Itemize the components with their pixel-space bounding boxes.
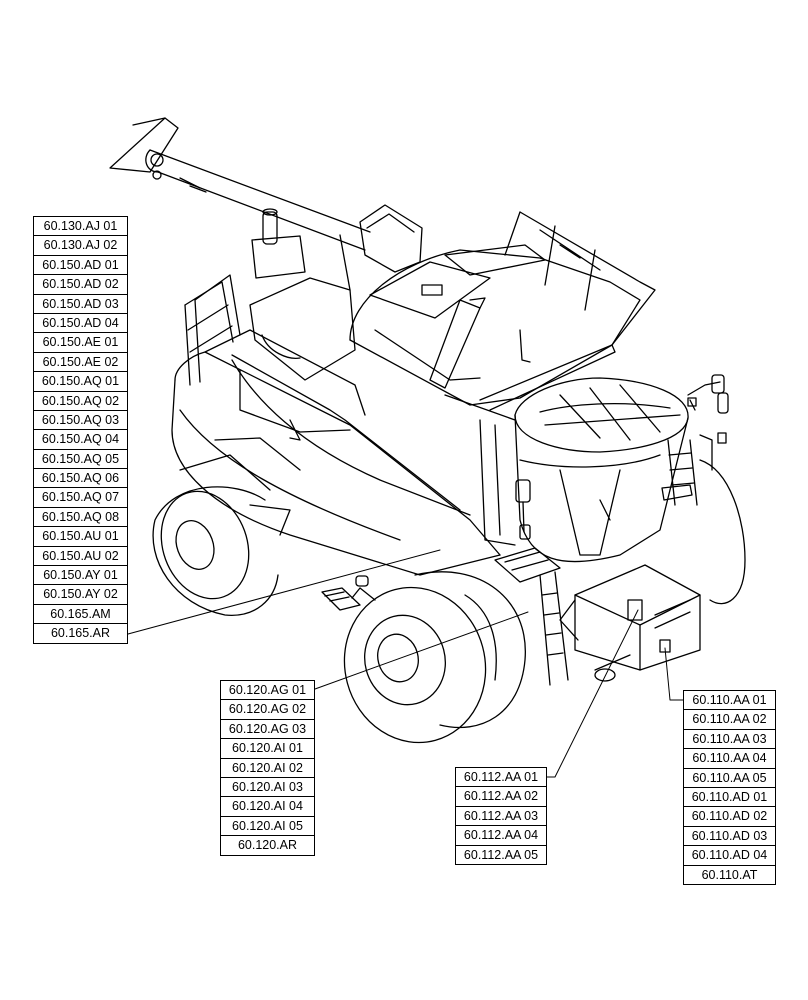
reference-label[interactable]: 60.150.AQ 04 bbox=[33, 430, 128, 450]
reference-label[interactable]: 60.112.AA 01 bbox=[455, 768, 547, 788]
reference-label[interactable]: 60.120.AI 05 bbox=[220, 816, 315, 837]
reference-label[interactable]: 60.150.AD 03 bbox=[33, 294, 128, 314]
reference-label[interactable]: 60.112.AA 04 bbox=[455, 826, 547, 846]
reference-label[interactable]: 60.110.AD 03 bbox=[683, 826, 776, 847]
reference-label[interactable]: 60.130.AJ 02 bbox=[33, 236, 128, 256]
reference-label[interactable]: 60.110.AA 03 bbox=[683, 729, 776, 750]
reference-label[interactable]: 60.150.AQ 05 bbox=[33, 449, 128, 470]
rear-hitch bbox=[559, 564, 701, 682]
reference-label[interactable]: 60.120.AG 02 bbox=[220, 700, 315, 720]
reference-label[interactable]: 60.150.AQ 08 bbox=[33, 507, 128, 528]
reference-label[interactable]: 60.150.AE 01 bbox=[33, 333, 128, 353]
leader-line-lower-center bbox=[546, 609, 639, 778]
leader-line-upper-left bbox=[127, 549, 441, 635]
reference-label[interactable]: 60.150.AE 02 bbox=[33, 352, 128, 373]
reference-label[interactable]: 60.112.AA 02 bbox=[455, 787, 547, 807]
operator-cab bbox=[479, 377, 689, 563]
left-handrail bbox=[184, 274, 241, 386]
reference-label[interactable]: 60.110.AA 01 bbox=[683, 691, 776, 711]
reference-label[interactable]: 60.110.AD 01 bbox=[683, 787, 776, 808]
reference-label[interactable]: 60.110.AT bbox=[683, 865, 776, 885]
unloading-auger bbox=[109, 117, 371, 251]
reference-label[interactable]: 60.165.AR bbox=[33, 624, 128, 644]
reference-label[interactable]: 60.120.AR bbox=[220, 836, 315, 856]
reference-label[interactable]: 60.150.AD 04 bbox=[33, 313, 128, 334]
leader-line-lower-left bbox=[314, 611, 529, 690]
reference-label[interactable]: 60.120.AI 02 bbox=[220, 758, 315, 778]
rear-left-tire bbox=[152, 437, 301, 616]
reference-label[interactable]: 60.110.AA 04 bbox=[683, 749, 776, 769]
cab-steps bbox=[494, 479, 569, 686]
reference-label[interactable]: 60.150.AQ 01 bbox=[33, 372, 128, 392]
reference-label[interactable]: 60.110.AD 04 bbox=[683, 846, 776, 866]
reference-label[interactable]: 60.112.AA 05 bbox=[455, 845, 547, 865]
reference-label[interactable]: 60.110.AD 02 bbox=[683, 807, 776, 827]
reference-label[interactable]: 60.120.AI 04 bbox=[220, 797, 315, 817]
reference-label[interactable]: 60.150.AD 02 bbox=[33, 275, 128, 295]
reference-label[interactable]: 60.150.AQ 06 bbox=[33, 469, 128, 489]
machine-body bbox=[171, 234, 501, 576]
grain-tank bbox=[349, 211, 656, 421]
reference-label[interactable]: 60.112.AA 03 bbox=[455, 806, 547, 827]
reference-label[interactable]: 60.150.AQ 03 bbox=[33, 410, 128, 431]
mirror-arms bbox=[687, 374, 729, 471]
leader-line-lower-right bbox=[664, 647, 684, 701]
reference-label[interactable]: 60.110.AA 05 bbox=[683, 768, 776, 788]
reference-label[interactable]: 60.150.AQ 07 bbox=[33, 488, 128, 508]
front-right-tire bbox=[343, 571, 526, 744]
reference-label[interactable]: 60.150.AY 01 bbox=[33, 566, 128, 586]
top-rail bbox=[359, 204, 423, 273]
reference-label[interactable]: 60.130.AJ 01 bbox=[33, 217, 128, 237]
reference-label[interactable]: 60.150.AD 01 bbox=[33, 255, 128, 276]
exhaust-stack bbox=[251, 208, 306, 279]
reference-label[interactable]: 60.120.AG 03 bbox=[220, 719, 315, 740]
reference-label[interactable]: 60.150.AU 02 bbox=[33, 546, 128, 567]
reference-label[interactable]: 60.120.AI 01 bbox=[220, 739, 315, 759]
reference-label[interactable]: 60.120.AG 01 bbox=[220, 681, 315, 701]
reference-label[interactable]: 60.120.AI 03 bbox=[220, 777, 315, 798]
leader-lines bbox=[127, 549, 684, 778]
reference-label[interactable]: 60.150.AQ 02 bbox=[33, 391, 128, 411]
front-step bbox=[321, 587, 361, 611]
reference-label[interactable]: 60.150.AY 02 bbox=[33, 585, 128, 605]
reference-label[interactable]: 60.150.AU 01 bbox=[33, 527, 128, 547]
right-ladder bbox=[661, 439, 746, 605]
reference-label[interactable]: 60.165.AM bbox=[33, 604, 128, 625]
reference-label[interactable]: 60.110.AA 02 bbox=[683, 710, 776, 730]
